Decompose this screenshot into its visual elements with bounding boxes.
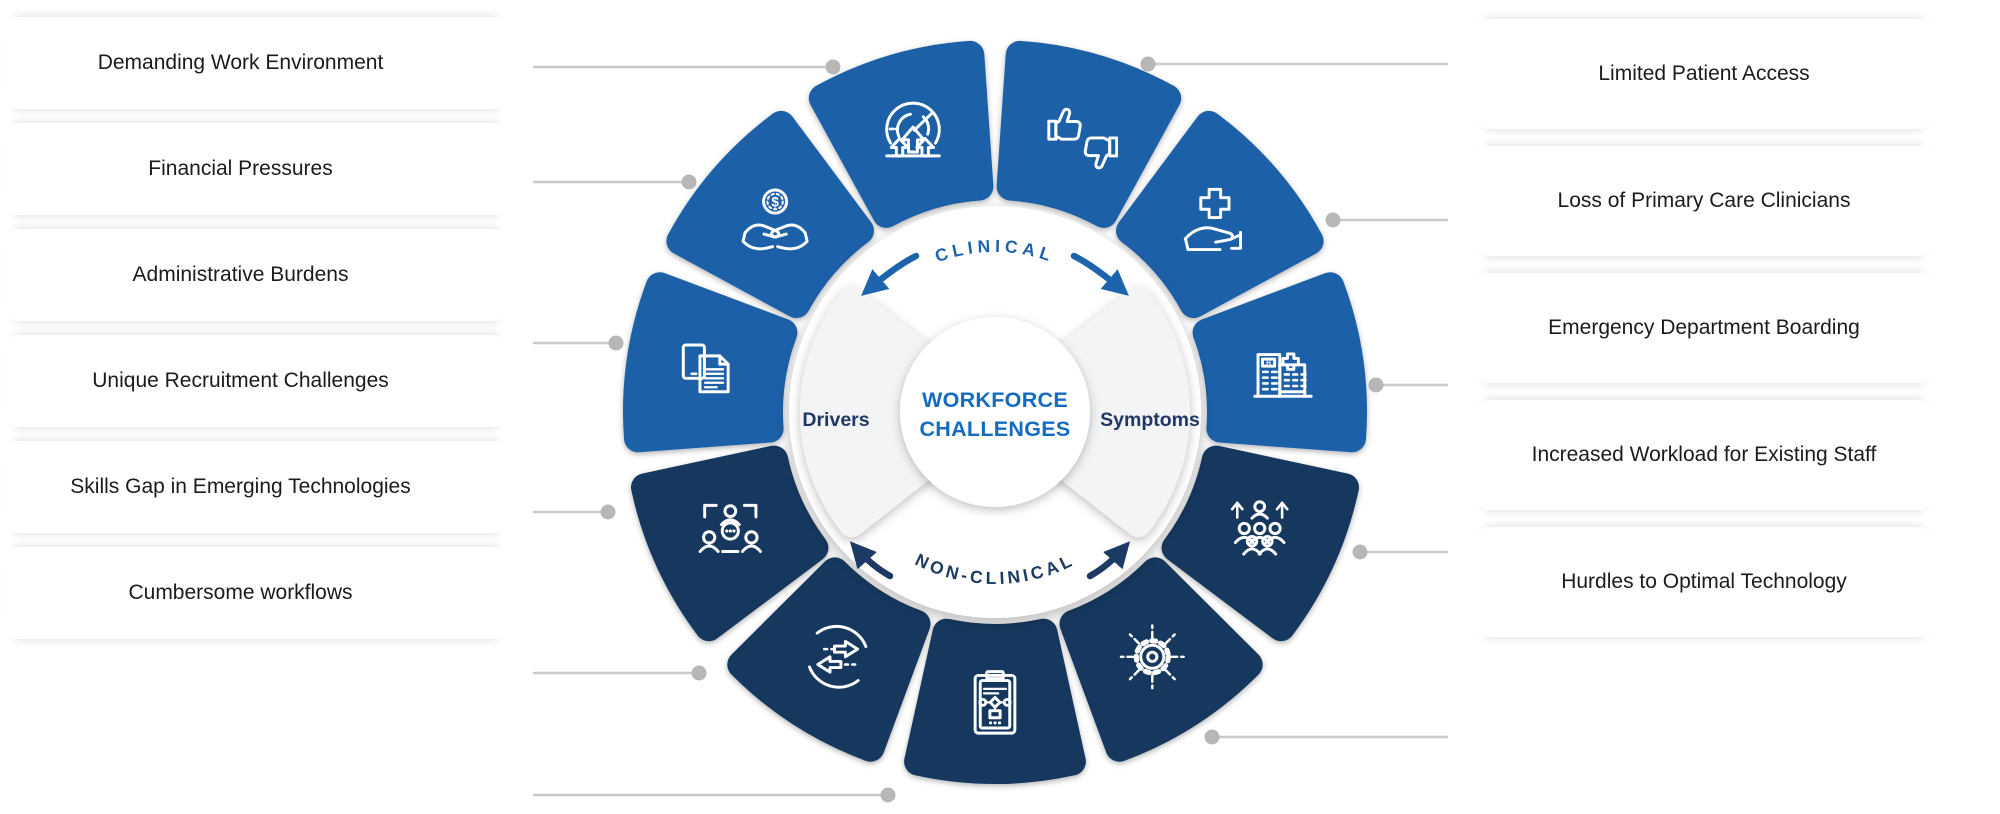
wheel-segment-staff-increase: [1161, 445, 1359, 642]
list-item: Financial Pressures: [8, 123, 505, 215]
connector-dot: [600, 504, 616, 520]
wheel-title-line1: WORKFORCE: [922, 388, 1068, 412]
connector-dot: [608, 335, 624, 351]
list-item: Administrative Burdens: [8, 229, 505, 321]
wheel-segment-gear-network: [1059, 557, 1263, 762]
connector-dot: [1325, 212, 1341, 228]
connector-dot: [681, 174, 697, 190]
list-item: Skills Gap in Emerging Technologies: [8, 441, 505, 533]
wheel-base: [623, 40, 1367, 784]
non-clinical-right-arrow-icon: [1086, 541, 1131, 580]
list-item-label: Demanding Work Environment: [97, 51, 384, 74]
list-item-label: Administrative Burdens: [132, 263, 349, 286]
list-item: Demanding Work Environment: [8, 17, 505, 109]
connector-lines: [533, 56, 1448, 803]
list-item-label: Loss of Primary Care Clinicians: [1557, 189, 1851, 212]
connector-dot: [1352, 544, 1368, 560]
drivers-label: Drivers: [802, 409, 869, 431]
connector-dot: [1140, 56, 1156, 72]
list-item: Limited Patient Access: [1478, 19, 1930, 129]
symptoms-list: Limited Patient Access Loss of Primary C…: [1478, 0, 1930, 814]
wheel-segment-documents-copy: [623, 272, 798, 453]
list-item: Increased Workload for Existing Staff: [1478, 400, 1930, 510]
list-item-label: Limited Patient Access: [1598, 62, 1810, 85]
list-item-label: Emergency Department Boarding: [1548, 316, 1860, 339]
clinical-left-arrow-icon: [861, 252, 920, 296]
list-item-label: Financial Pressures: [148, 157, 333, 180]
wheel-segment-thumbs-up-down: [996, 40, 1182, 228]
list-item: Emergency Department Boarding: [1478, 273, 1930, 383]
connector-dot: [1368, 377, 1384, 393]
wheel-segment-clipboard-flowchart: [904, 618, 1086, 784]
wheel-center-circle: [900, 317, 1090, 507]
connector-dot: [1204, 729, 1220, 745]
wheel-title-line2: CHALLENGES: [919, 417, 1070, 441]
wheel-segment-gauge-growth: [808, 40, 994, 228]
list-item: Unique Recruitment Challenges: [8, 335, 505, 427]
non-clinical-left-arrow-icon: [849, 541, 894, 580]
connector-dot: [880, 787, 896, 803]
list-item: Loss of Primary Care Clinicians: [1478, 146, 1930, 256]
list-item-label: Skills Gap in Emerging Technologies: [70, 475, 411, 498]
drivers-list: Demanding Work Environment Financial Pre…: [8, 0, 505, 814]
list-item-label: Increased Workload for Existing Staff: [1531, 443, 1877, 466]
wheel-segment-team-recruitment: [631, 445, 829, 642]
list-item: Cumbersome workflows: [8, 547, 505, 639]
list-item-label: Hurdles to Optimal Technology: [1561, 570, 1847, 593]
wheel-segment-money-hands: [666, 110, 874, 319]
clinical-right-arrow-icon: [1070, 252, 1129, 296]
symptoms-label: Symptoms: [1100, 409, 1200, 431]
wheel-overlay: CLINICAL NON-CLINICAL Drivers Symptoms W…: [802, 236, 1200, 588]
list-item-label: Unique Recruitment Challenges: [92, 369, 389, 392]
connector-dot: [691, 665, 707, 681]
list-item-label: Cumbersome workflows: [128, 581, 353, 604]
connector-dot: [825, 59, 841, 75]
list-item: Hurdles to Optimal Technology: [1478, 527, 1930, 637]
